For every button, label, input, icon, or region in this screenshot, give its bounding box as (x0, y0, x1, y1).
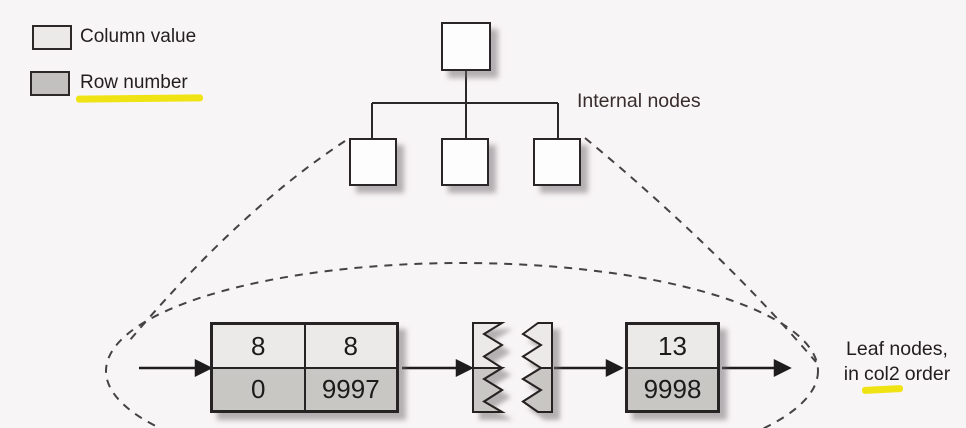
leaf-chain-arrow-1 (139, 358, 213, 378)
column-value-cell: 13 (627, 324, 718, 368)
row-number-cell: 0 (212, 367, 305, 411)
column-value-swatch (32, 25, 72, 50)
internal-node-middle (441, 138, 489, 186)
leaf-node-right: 13 9998 (625, 322, 720, 413)
leaf-label-line2-post: order (904, 363, 951, 385)
row-number-cell: 9997 (304, 367, 397, 411)
expansion-dashed-ellipse (105, 262, 819, 428)
column-value-cell: 8 (304, 324, 397, 368)
expansion-dashed-line-right (584, 137, 817, 363)
internal-nodes-label: Internal nodes (577, 90, 701, 112)
leaf-chain-arrow-2 (402, 358, 474, 378)
internal-node-right (533, 138, 581, 186)
root-node (441, 22, 491, 71)
row-number-highlight-underline (75, 94, 204, 103)
row-number-swatch (30, 71, 70, 96)
leaf-chain-arrow-3 (554, 358, 624, 378)
legend-label-row-number: Row number (80, 72, 188, 93)
leaf-chain-arrow-4 (722, 358, 792, 378)
legend-label-column-value: Column value (80, 26, 197, 47)
leaf-label-col2-highlighted: col2 (863, 363, 900, 385)
row-number-cell: 9998 (627, 367, 718, 411)
internal-node-left (349, 138, 397, 186)
leaf-label-line1: Leaf nodes, (846, 338, 948, 360)
leaf-node-left: 8 8 0 9997 (210, 322, 399, 413)
tree-connector-lines (371, 70, 559, 139)
page-break-zigzag-icon (472, 322, 553, 413)
leaf-label-line2-pre: in (843, 363, 859, 385)
legend: Column value Row number (0, 0, 230, 110)
expansion-dashed-line-left (129, 140, 346, 341)
column-value-cell: 8 (212, 324, 305, 368)
